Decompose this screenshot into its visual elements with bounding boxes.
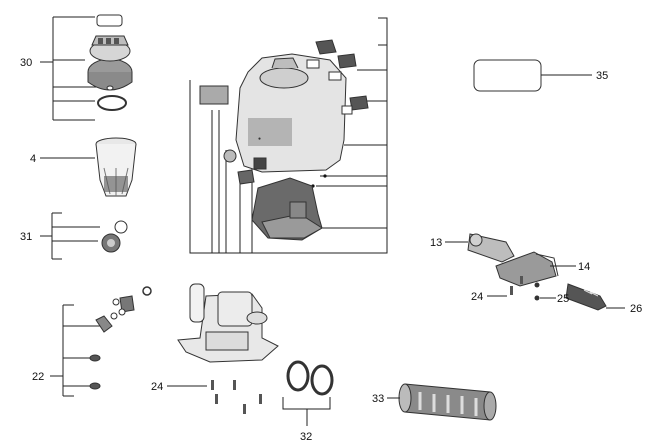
callout-4: 4 — [30, 153, 36, 165]
callout-30: 30 — [20, 57, 32, 69]
svg-text:●: ● — [258, 136, 261, 142]
callout-13: 13 — [430, 237, 442, 249]
group-30-bracket — [40, 16, 105, 121]
callout-24b: 24 — [471, 291, 483, 303]
callout-25: 25 — [557, 293, 569, 305]
hose-clamp-icon — [286, 360, 334, 396]
small-parts-icon — [223, 149, 327, 188]
latch-clip-icon — [306, 39, 369, 115]
pin-25-icon — [534, 295, 540, 301]
callout-26: 26 — [630, 303, 642, 315]
group-31-bracket — [40, 212, 100, 260]
sticker-panel-icon — [199, 85, 229, 105]
screw-24-icon — [510, 286, 513, 295]
callout-14: 14 — [578, 261, 590, 273]
callout-35: 35 — [596, 70, 608, 82]
small-washer-icon — [106, 85, 114, 91]
sticker-label-icon — [96, 14, 123, 27]
fittings-22-icon — [89, 286, 152, 390]
spray-nozzle-icon — [495, 251, 559, 287]
water-tank-icon: ● — [235, 53, 347, 173]
callout-22: 22 — [32, 371, 44, 383]
pump-assembly-icon — [177, 283, 279, 363]
decal-35-icon — [473, 59, 542, 92]
seal-ring-icon — [114, 220, 128, 234]
pin-icon — [534, 282, 540, 288]
screw-cap-icon — [87, 35, 133, 91]
screws-24-icon — [211, 380, 262, 414]
hose-connector-icon — [467, 233, 515, 263]
callout-24a: 24 — [151, 381, 163, 393]
filter-basket-icon — [95, 137, 137, 197]
o-ring-icon — [97, 95, 127, 111]
callout-31: 31 — [20, 231, 32, 243]
group-22-bracket — [50, 304, 110, 397]
tank-assembly-bracket — [189, 17, 388, 254]
callout-33: 33 — [372, 393, 384, 405]
pump-housing-icon — [251, 177, 323, 241]
spray-lance-icon — [565, 283, 607, 311]
callout-32: 32 — [300, 431, 312, 443]
screw-icon — [520, 276, 523, 284]
nut-fitting-icon — [101, 233, 121, 253]
group-32-bracket — [282, 397, 331, 426]
corrugated-hose-icon — [398, 383, 497, 421]
